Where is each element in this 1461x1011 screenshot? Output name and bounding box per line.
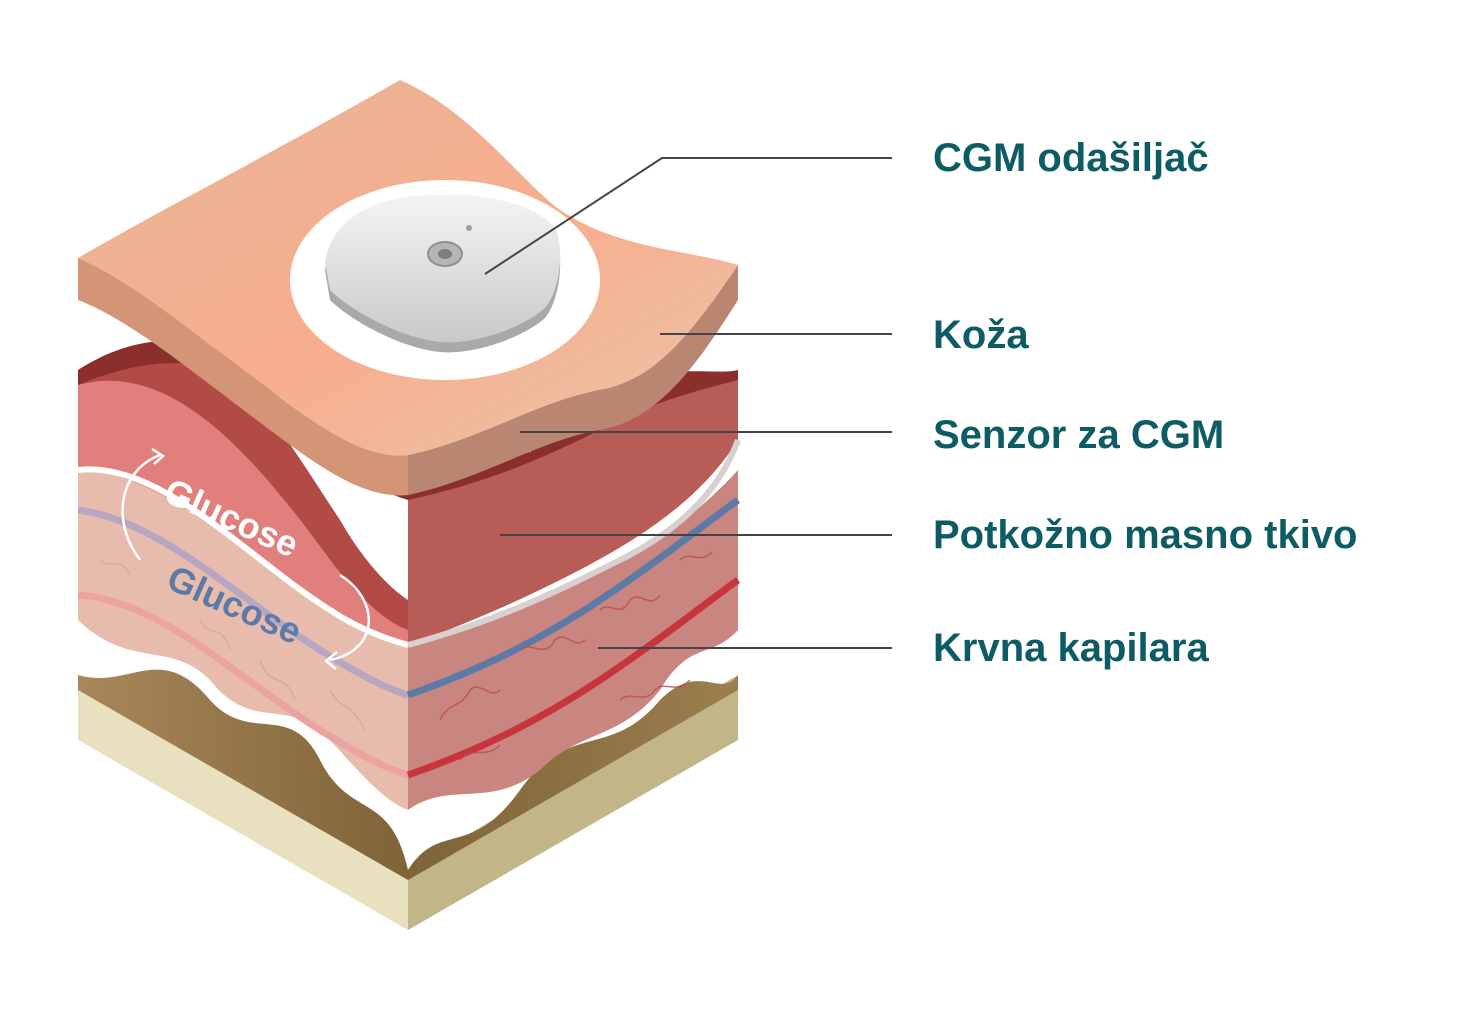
base-layer <box>78 669 738 930</box>
glucose-arrow-right <box>329 573 371 662</box>
glucose-arrow-left <box>121 453 161 561</box>
label-cgm-transmitter: CGM odašiljač <box>933 136 1209 180</box>
leader-transmitter <box>484 157 892 275</box>
label-blood-capillary: Krvna kapilara <box>933 626 1209 670</box>
faint-capillaries <box>99 559 366 731</box>
cgm-device <box>290 180 600 380</box>
label-cgm-sensor: Senzor za CGM <box>933 413 1225 457</box>
label-skin: Koža <box>933 313 1029 357</box>
device-led <box>466 225 472 231</box>
capillary-network <box>439 551 713 761</box>
label-subcutaneous-fat: Potkožno masno tkivo <box>933 513 1358 557</box>
glucose-flow <box>121 447 371 670</box>
